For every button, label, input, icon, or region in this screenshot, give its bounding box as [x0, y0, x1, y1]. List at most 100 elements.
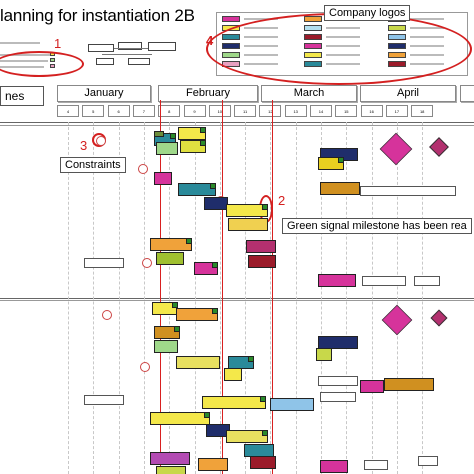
- milestone-marker: [140, 362, 150, 372]
- task-bar: [418, 456, 438, 466]
- task-bar: [320, 182, 360, 195]
- week-gridline: [346, 122, 348, 474]
- today-line-1: [160, 100, 161, 474]
- today-line-2: [222, 100, 223, 474]
- summary-line: [0, 42, 40, 44]
- month-february: February: [158, 85, 258, 102]
- week-cell: 11: [234, 105, 257, 117]
- month-next: [460, 85, 474, 102]
- week-cell: 14: [310, 105, 332, 117]
- callout-number-1: 1: [54, 36, 62, 51]
- task-bar: [360, 186, 456, 196]
- month-march: March: [261, 85, 357, 102]
- task-bar: [154, 326, 180, 339]
- week-gridline: [270, 122, 272, 474]
- task-bar: [156, 142, 178, 155]
- task-bar: [248, 255, 276, 268]
- milestone-marker: [142, 258, 152, 268]
- task-bar: [362, 276, 406, 286]
- task-bar: [318, 336, 358, 349]
- week-cell: 7: [132, 105, 155, 117]
- milestone-marker: [102, 310, 112, 320]
- header-separator: [0, 122, 474, 123]
- milestone-diamond-small: [430, 309, 448, 327]
- process-connector: [114, 48, 148, 49]
- task-bar: [150, 412, 210, 425]
- week-gridline: [245, 122, 247, 474]
- task-bar: [198, 458, 228, 471]
- week-cell: 5: [82, 105, 105, 117]
- today-line-3: [272, 100, 273, 474]
- milestone-marker: [138, 164, 148, 174]
- task-bar: [154, 131, 164, 137]
- week-cell: 17: [385, 105, 408, 117]
- task-bar: [226, 204, 268, 217]
- month-april: April: [360, 85, 456, 102]
- week-gridline: [68, 122, 69, 474]
- task-bar: [228, 218, 268, 231]
- callout-number-2: 2: [278, 193, 286, 208]
- week-gridline: [321, 122, 322, 474]
- callout-oval-1: [0, 51, 84, 77]
- week-cell: 6: [107, 105, 130, 117]
- section-separator: [0, 298, 474, 299]
- callout-number-3: 3: [80, 138, 88, 153]
- task-bar: [178, 183, 216, 196]
- week-cell: 8: [158, 105, 181, 117]
- green-signal-label: Green signal milestone has been rea: [282, 218, 472, 234]
- week-cell: 9: [183, 105, 206, 117]
- process-diagram: [82, 38, 192, 72]
- task-bar: [246, 240, 276, 253]
- task-bar: [154, 172, 172, 185]
- task-bar: [364, 460, 388, 470]
- month-january: January: [57, 85, 151, 102]
- week-gridline: [422, 122, 424, 474]
- process-box-2: [118, 42, 142, 50]
- task-bar: [154, 340, 178, 353]
- row-separator: [0, 125, 474, 126]
- week-gridline: [371, 122, 373, 474]
- legend-text-line: [410, 18, 444, 20]
- week-cell: 16: [360, 105, 383, 117]
- task-bar: [204, 197, 228, 210]
- task-bar: [270, 398, 314, 411]
- milestone-marker: [96, 136, 106, 146]
- task-bar: [250, 456, 276, 469]
- week-cell: 18: [411, 105, 434, 117]
- task-bar: [156, 252, 184, 265]
- week-gridline: [194, 122, 196, 474]
- process-box-1: [88, 44, 114, 52]
- task-bar: [316, 348, 332, 361]
- task-bar: [318, 376, 358, 386]
- week-cell: 4: [57, 105, 79, 117]
- task-bar: [320, 392, 356, 402]
- task-bar: [180, 140, 206, 153]
- milestone-diamond-small: [429, 137, 449, 157]
- task-bar: [384, 378, 434, 391]
- week-gridline: [93, 122, 95, 474]
- week-gridline: [219, 122, 221, 474]
- week-cell: 10: [208, 105, 231, 117]
- process-box-3: [148, 42, 176, 51]
- week-gridline: [295, 122, 297, 474]
- task-bar: [194, 262, 218, 275]
- task-bar: [178, 127, 206, 140]
- task-bar: [150, 452, 190, 465]
- week-gridline: [143, 122, 145, 474]
- process-box-4: [96, 58, 114, 65]
- week-cell: 15: [335, 105, 358, 117]
- constraints-label: Constraints: [60, 157, 126, 173]
- milestone-diamond: [379, 132, 413, 166]
- legend-swatch: [222, 16, 240, 22]
- process-connector-2: [102, 54, 152, 55]
- task-bar: [360, 380, 384, 393]
- week-gridline: [118, 122, 120, 474]
- task-bar: [318, 274, 356, 287]
- milestone-diamond: [381, 304, 413, 336]
- callout-number-4: 4: [206, 33, 214, 48]
- task-bar: [202, 396, 266, 409]
- week-cell: 12: [259, 105, 282, 117]
- process-box-5: [128, 58, 150, 65]
- week-gridline: [396, 122, 398, 474]
- task-bar: [226, 430, 268, 443]
